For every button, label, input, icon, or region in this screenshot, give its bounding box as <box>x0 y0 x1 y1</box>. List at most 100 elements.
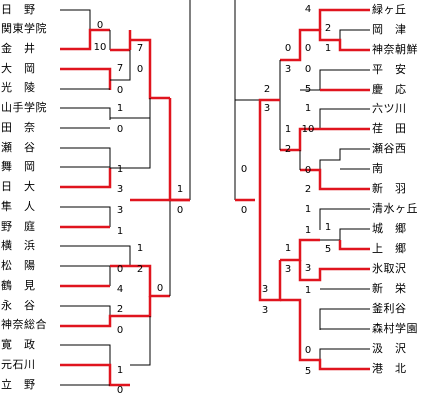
team-left-9: 舞 岡 <box>1 160 36 173</box>
team-left-4: 大 岡 <box>1 62 36 75</box>
bracket-line <box>110 98 151 169</box>
winner-path-line <box>258 98 280 200</box>
score: 1 <box>304 285 312 296</box>
team-right-11: 清水ヶ丘 <box>372 202 418 215</box>
team-right-10: 新 羽 <box>372 182 407 195</box>
team-right-2: 岡 津 <box>372 23 407 36</box>
team-left-5: 光 陵 <box>1 81 36 94</box>
winner-path-line <box>60 296 152 328</box>
score: 1 <box>116 226 124 237</box>
score: 5 <box>324 244 332 255</box>
score: 0 <box>304 43 312 54</box>
bracket-line <box>60 147 111 168</box>
bracket-line <box>60 245 131 266</box>
score: 2 <box>284 144 292 155</box>
winner-path-line <box>300 168 370 191</box>
score: 3 <box>116 205 124 216</box>
team-left-15: 鶴 見 <box>1 279 36 292</box>
team-right-8: 瀬谷西 <box>372 142 407 155</box>
bracket-line <box>60 206 111 227</box>
score: 0 <box>240 205 248 216</box>
score: 1 <box>176 184 184 195</box>
score: 3 <box>261 305 269 316</box>
winner-path-line <box>258 200 282 302</box>
bracket-line <box>319 208 370 230</box>
team-left-20: 立 野 <box>1 378 36 391</box>
score: 0 <box>136 64 144 75</box>
team-right-3: 神奈朝鮮 <box>372 43 418 56</box>
winner-path-line <box>280 238 320 262</box>
score: 0 <box>304 165 312 176</box>
team-left-12: 野 庭 <box>1 220 36 233</box>
team-left-1: 日 野 <box>1 3 36 16</box>
team-right-17: 森村学園 <box>372 322 418 335</box>
team-right-4: 平 安 <box>372 63 407 76</box>
winner-path-line <box>280 127 370 152</box>
winner-path-line <box>318 8 370 30</box>
score: 2 <box>116 304 124 315</box>
score: 7 <box>116 63 124 74</box>
score: 1 <box>116 365 124 376</box>
bracket-line <box>60 107 111 120</box>
team-left-14: 松 陽 <box>1 259 36 272</box>
bracket-line <box>319 108 370 130</box>
score: 0 <box>96 20 104 31</box>
bracket-line <box>60 9 91 30</box>
score: 0 <box>284 43 292 54</box>
team-left-8: 瀬 谷 <box>1 141 36 154</box>
score: 0 <box>304 64 312 75</box>
team-left-19: 元石川 <box>1 358 36 371</box>
bracket-line <box>319 308 370 330</box>
score: 4 <box>304 4 312 15</box>
team-left-17: 神奈総合 <box>1 318 47 331</box>
team-right-15: 新 栄 <box>372 282 407 295</box>
winner-path-line <box>280 298 370 371</box>
team-right-14: 氷取沢 <box>372 262 407 275</box>
score: 3 <box>261 284 269 295</box>
score: 5 <box>304 84 312 95</box>
score: 0 <box>116 325 124 336</box>
team-right-7: 荏 田 <box>372 122 407 135</box>
winner-path-line <box>338 240 370 251</box>
score: 0 <box>176 205 184 216</box>
winner-path-line <box>60 168 112 189</box>
team-right-13: 上 郷 <box>372 242 407 255</box>
score: 1 <box>136 243 144 254</box>
team-right-19: 港 北 <box>372 362 407 375</box>
bracket-line <box>300 69 370 91</box>
team-left-16: 永 谷 <box>1 299 36 312</box>
team-right-16: 釜利谷 <box>372 302 407 315</box>
team-left-11: 隼 人 <box>1 200 36 213</box>
team-left-13: 横 浜 <box>1 239 36 252</box>
score: 1 <box>324 222 332 233</box>
team-left-3: 金 井 <box>1 42 36 55</box>
score: 0 <box>116 264 124 275</box>
winner-path-line <box>130 38 170 100</box>
bracket-line <box>60 305 111 316</box>
score: 3 <box>284 64 292 75</box>
score: 2 <box>304 184 312 195</box>
score: 0 <box>116 124 124 135</box>
team-right-5: 慶 応 <box>372 83 407 96</box>
winner-path-line <box>298 260 370 282</box>
team-left-2: 関東学院 <box>1 22 47 35</box>
score: 1 <box>116 164 124 175</box>
bracket-line <box>320 228 370 241</box>
score: 10 <box>93 42 107 53</box>
team-right-6: 六ツ川 <box>372 102 407 115</box>
score: 2 <box>136 264 144 275</box>
score: 5 <box>304 366 312 377</box>
score: 1 <box>284 243 292 254</box>
score: 7 <box>136 43 144 54</box>
winner-path-line <box>60 363 130 387</box>
team-right-1: 緑ヶ丘 <box>372 3 407 16</box>
score: 1 <box>284 124 292 135</box>
score: 2 <box>324 23 332 34</box>
bracket-line <box>60 265 111 286</box>
winner-path-line <box>60 28 110 51</box>
score: 1 <box>304 103 312 114</box>
team-left-10: 日 大 <box>1 180 36 193</box>
score: 3 <box>263 103 271 114</box>
bracket-line <box>60 344 111 365</box>
score: 3 <box>284 264 292 275</box>
